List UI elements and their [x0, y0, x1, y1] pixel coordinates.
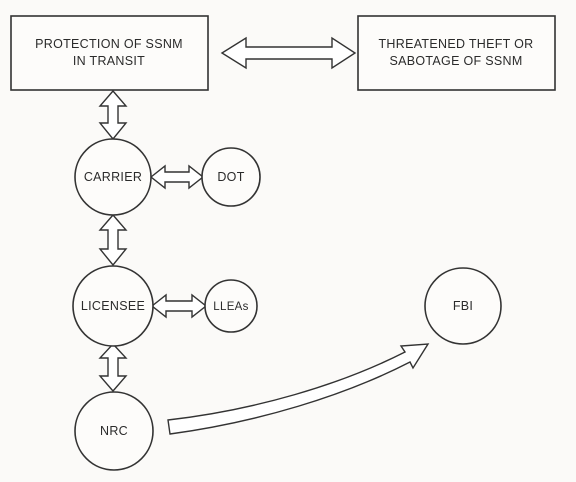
carrier-dot-double-arrow [149, 164, 205, 190]
dot-label: DOT [217, 170, 244, 184]
carrier-label: CARRIER [84, 170, 142, 184]
lleas-node: LLEAs [204, 279, 258, 333]
licensee-lleas-double-arrow [150, 293, 208, 319]
dot-node: DOT [201, 147, 261, 207]
protection-box-line1: PROTECTION OF SSNM [35, 37, 183, 51]
protection-threat-double-arrow [220, 36, 357, 70]
nrc-node: NRC [74, 391, 154, 471]
nrc-fbi-curved-arrow [167, 343, 430, 435]
protection-box: PROTECTION OF SSNM IN TRANSIT [10, 15, 209, 91]
threat-box: THREATENED THEFT OR SABOTAGE OF SSNM [357, 15, 556, 91]
nrc-label: NRC [100, 424, 128, 438]
licensee-label: LICENSEE [81, 299, 145, 313]
threat-box-line1: THREATENED THEFT OR [378, 37, 533, 51]
lleas-label: LLEAs [213, 301, 248, 313]
carrier-licensee-double-arrow [98, 213, 128, 267]
protection-carrier-double-arrow [98, 89, 128, 141]
fbi-label: FBI [453, 299, 473, 313]
fbi-node: FBI [424, 267, 502, 345]
carrier-node: CARRIER [74, 138, 152, 216]
licensee-node: LICENSEE [72, 265, 154, 347]
protection-box-line2: IN TRANSIT [73, 54, 145, 68]
licensee-nrc-double-arrow [98, 342, 128, 393]
threat-box-line2: SABOTAGE OF SSNM [389, 54, 522, 68]
